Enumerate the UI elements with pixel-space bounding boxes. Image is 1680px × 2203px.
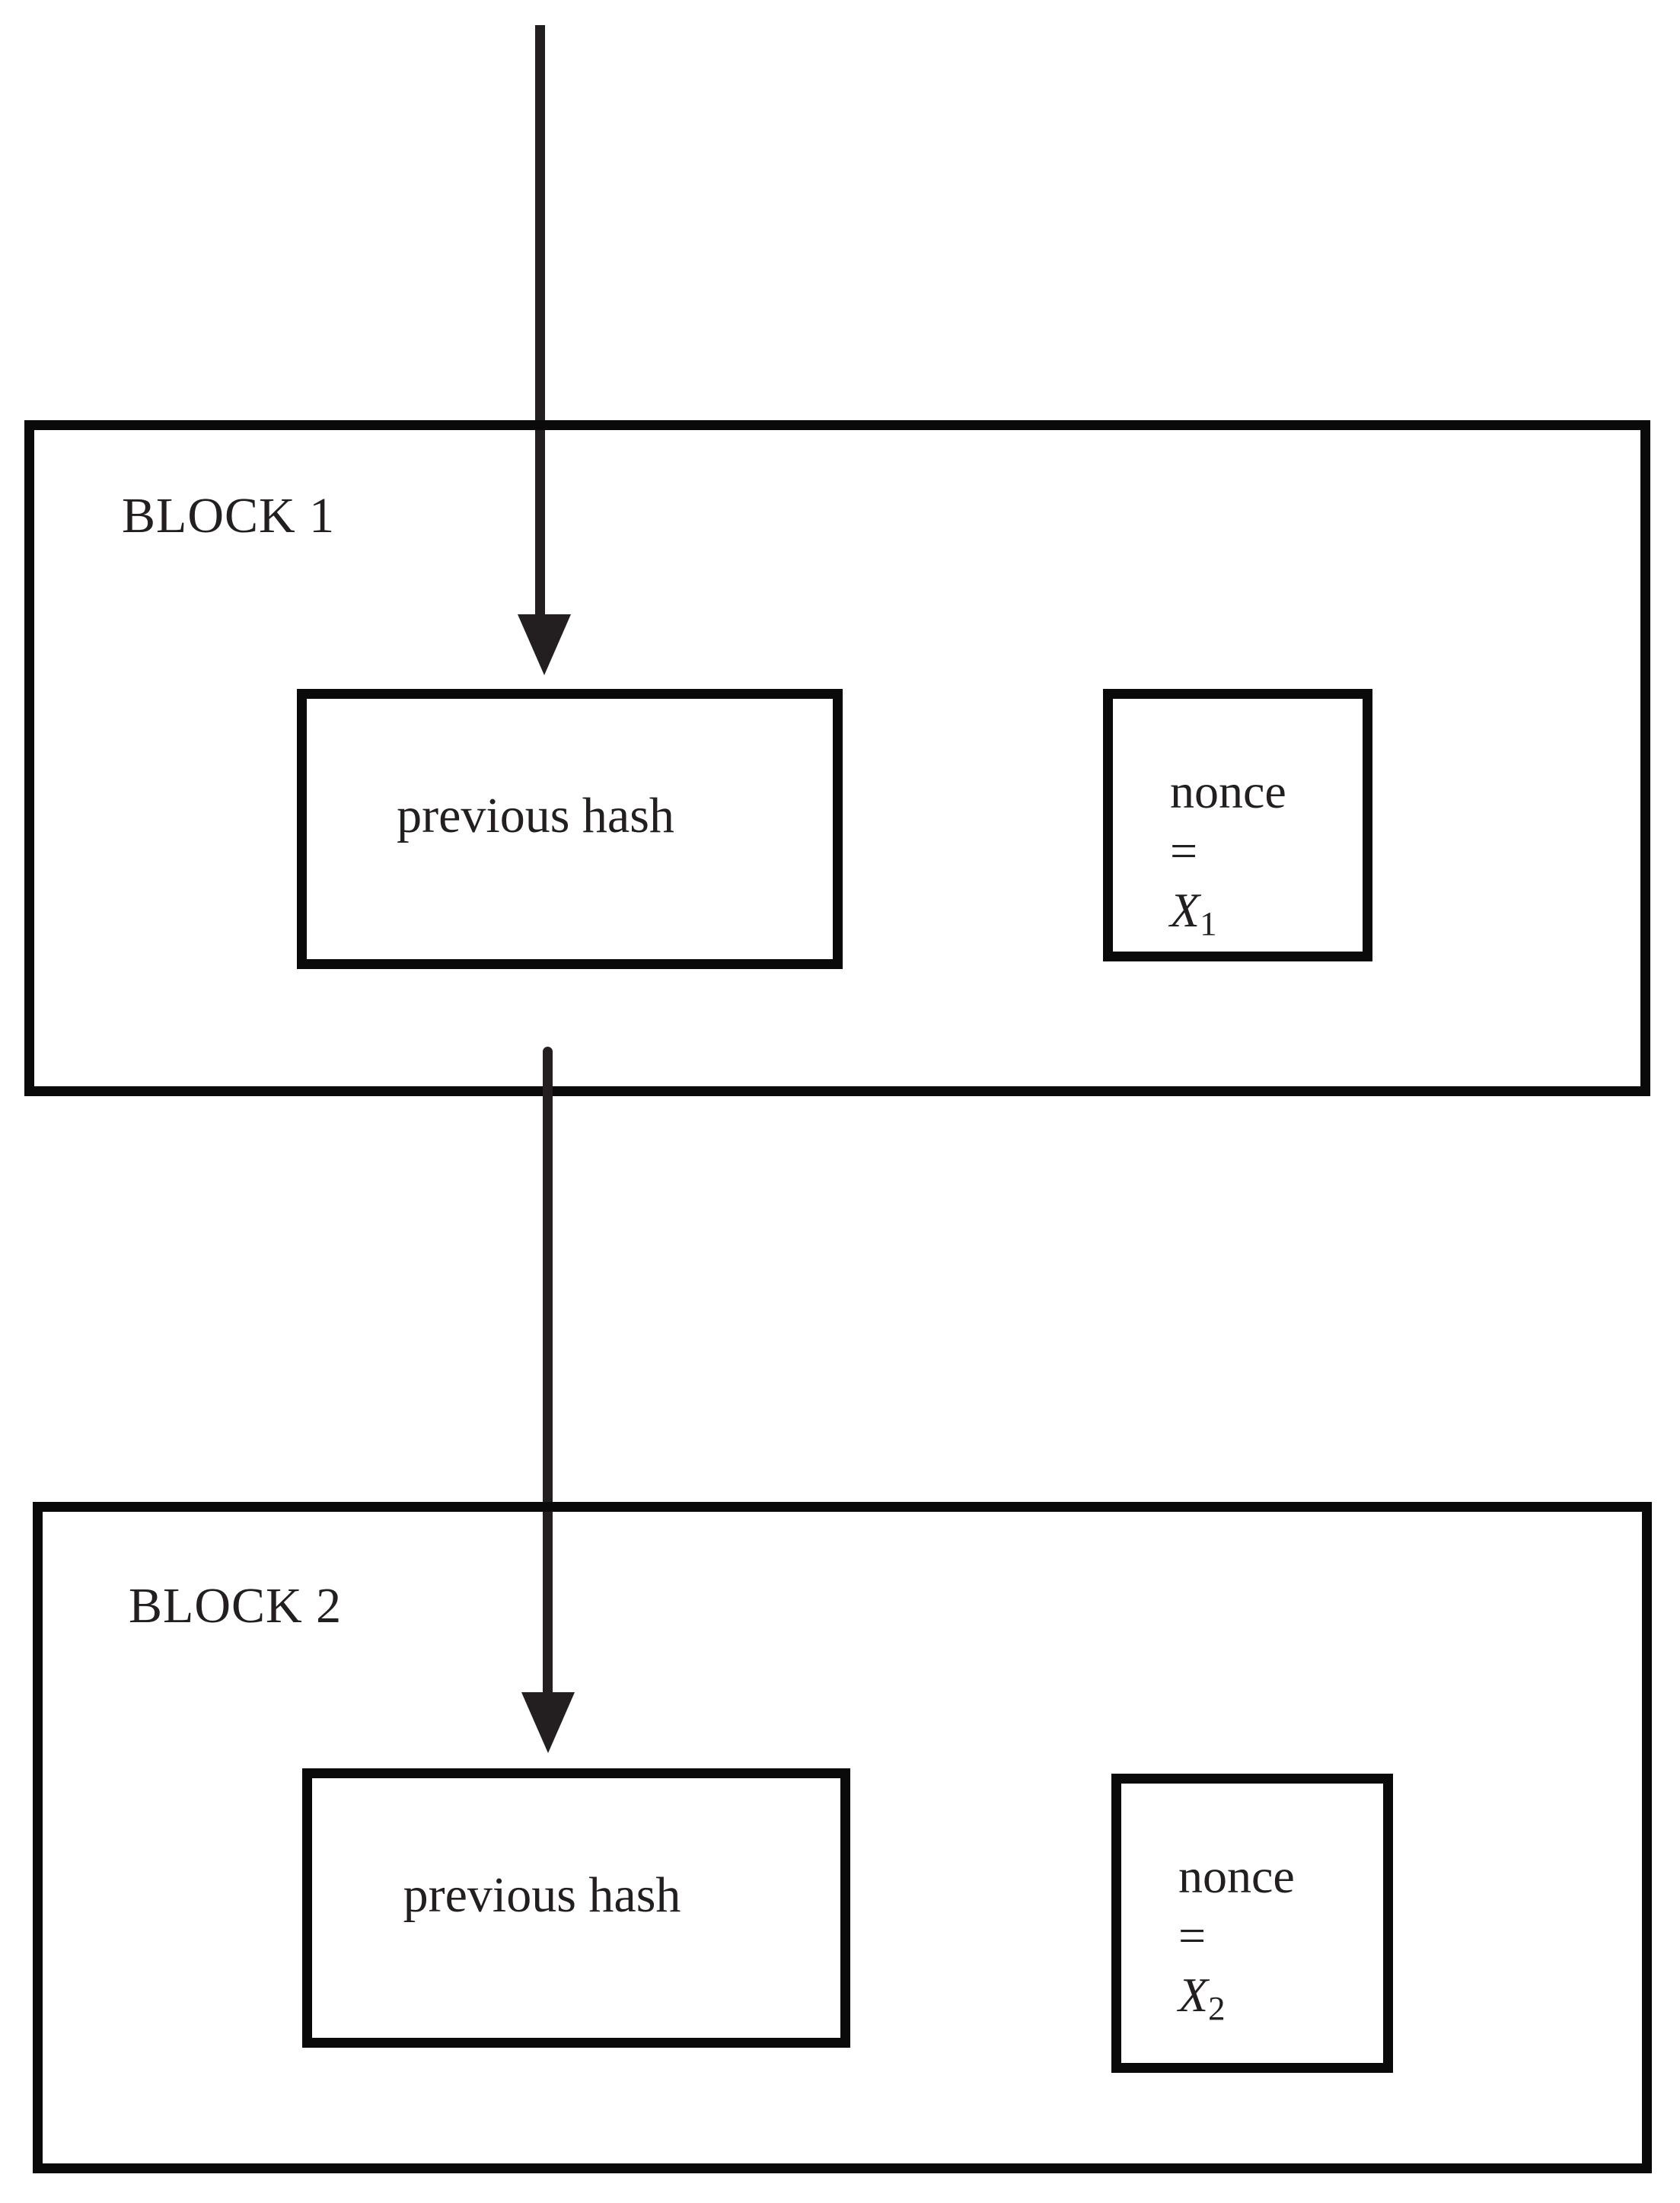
block-2-nonce-equals: =: [1178, 1908, 1207, 1962]
block-1-nonce-box: nonce = X1: [1103, 689, 1372, 961]
block-1-previous-hash-label: previous hash: [397, 788, 674, 843]
block-2-previous-hash-label: previous hash: [403, 1867, 681, 1923]
block-2-nonce-box: nonce = X2: [1111, 1774, 1393, 2073]
block-2-nonce-content: nonce = X2: [1121, 1784, 1383, 2028]
block-1-nonce-label: nonce: [1170, 764, 1286, 818]
block-1-nonce-subscript: 1: [1200, 904, 1217, 943]
arrow-block-1-to-block-2-shaft: [543, 1047, 553, 1698]
block-2-nonce-value: X2: [1178, 1965, 1383, 2028]
block-1-nonce-equals: =: [1170, 824, 1198, 878]
block-1-nonce-variable: X: [1170, 883, 1200, 937]
block-2-previous-hash-box: previous hash: [302, 1768, 850, 2048]
arrow-block-1-to-block-2-head-icon: [521, 1692, 575, 1753]
block-1-label: BLOCK 1: [122, 488, 336, 544]
block-2-nonce-label: nonce: [1178, 1849, 1295, 1903]
block-2-nonce-subscript: 2: [1208, 1989, 1226, 2028]
block-1-nonce-value: X1: [1170, 881, 1363, 943]
block-1: [24, 420, 1650, 1096]
block-2-label: BLOCK 2: [129, 1578, 343, 1634]
block-1-nonce-content: nonce = X1: [1113, 699, 1363, 943]
block-2-nonce-variable: X: [1178, 1968, 1209, 2022]
block-1-previous-hash-box: previous hash: [297, 689, 843, 969]
arrow-into-block-1-shaft: [535, 25, 545, 622]
block-2: [33, 1502, 1652, 2173]
arrow-into-block-1-head-icon: [518, 614, 571, 675]
